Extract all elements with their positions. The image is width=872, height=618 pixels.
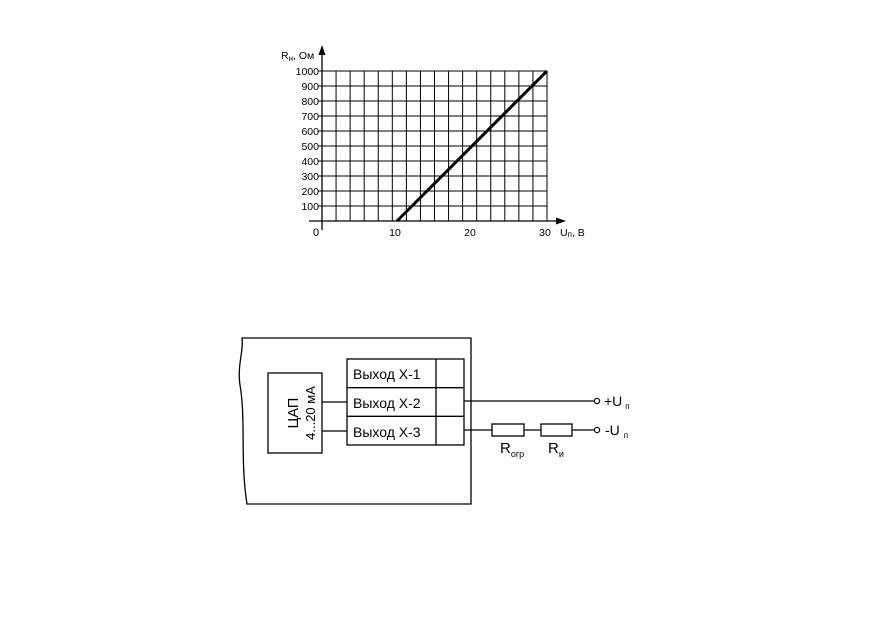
resistor-limit-sub: огр xyxy=(511,449,524,459)
y-tick-labels: 100 200 300 400 500 600 700 800 900 1000 xyxy=(296,66,322,213)
supply-minus-main: -U xyxy=(605,422,620,438)
y-axis-title-unit: , Ом xyxy=(293,50,314,62)
resistor-meter-label: Rи xyxy=(548,440,564,459)
terminal-label-1: Выход Х-1 xyxy=(353,366,421,382)
y-axis-title-sub: н xyxy=(289,54,293,63)
terminal-label-3: Выход Х-3 xyxy=(353,424,421,440)
y-tick-label: 1000 xyxy=(296,66,320,78)
resistor-meter xyxy=(540,423,573,437)
x-tick-labels: 10 20 30 xyxy=(389,227,551,239)
load-resistance-chart: 100 200 300 400 500 600 700 800 900 1000 10 20 30 0… xyxy=(281,45,585,239)
supply-minus-sub: п xyxy=(624,431,628,440)
resistor-limit xyxy=(491,423,525,437)
x-tick-label: 10 xyxy=(389,227,401,239)
y-tick-label: 700 xyxy=(301,111,319,123)
x-axis-title: Uп, В xyxy=(560,227,585,239)
x-axis-title-unit: , В xyxy=(572,227,585,239)
chart-series xyxy=(395,69,549,223)
resistor-limit-main: R xyxy=(500,440,511,457)
chart-grid xyxy=(322,70,548,221)
terminal-block xyxy=(346,358,465,446)
terminal-label-2: Выход Х-2 xyxy=(353,395,421,411)
x-axis-title-main: U xyxy=(560,227,568,239)
y-tick-label: 200 xyxy=(301,186,319,198)
y-tick-label: 300 xyxy=(301,171,319,183)
dac-label: ЦАП xyxy=(286,398,302,429)
y-axis-arrow-icon xyxy=(318,45,326,55)
supply-plus-sub: п xyxy=(625,402,629,411)
x-tick-label: 20 xyxy=(464,227,476,239)
resistor-meter-main: R xyxy=(548,440,559,457)
terminal-plus-icon xyxy=(593,397,601,405)
y-tick-label: 600 xyxy=(301,126,319,138)
y-axis-title: Rн, Ом xyxy=(281,50,314,63)
y-tick-label: 100 xyxy=(301,201,319,213)
chart-axes xyxy=(309,45,566,230)
x-tick-label: 30 xyxy=(539,227,551,239)
y-axis-title-main: R xyxy=(281,50,289,62)
resistor-meter-sub: и xyxy=(559,449,564,459)
x-axis-arrow-icon xyxy=(556,217,566,225)
y-tick-label: 900 xyxy=(301,81,319,93)
y-tick-label: 500 xyxy=(301,141,319,153)
y-tick-label: 800 xyxy=(301,96,319,108)
device-housing xyxy=(238,337,472,505)
supply-minus-label: -U п xyxy=(605,422,628,440)
y-tick-label: 400 xyxy=(301,156,319,168)
series-line xyxy=(395,69,549,223)
supply-plus-main: +U xyxy=(604,393,622,409)
x-axis-title-sub: п xyxy=(568,230,572,239)
dac-range-label: 4...20 мА xyxy=(303,386,318,440)
dac-block xyxy=(267,372,323,454)
origin-label: 0 xyxy=(313,227,319,239)
resistor-limit-label: Rогр xyxy=(500,440,524,459)
connection-diagram: ЦАП 4...20 мА Выход Х-1 Выход Х-2 Выход … xyxy=(238,337,630,505)
terminal-minus-icon xyxy=(593,426,601,434)
